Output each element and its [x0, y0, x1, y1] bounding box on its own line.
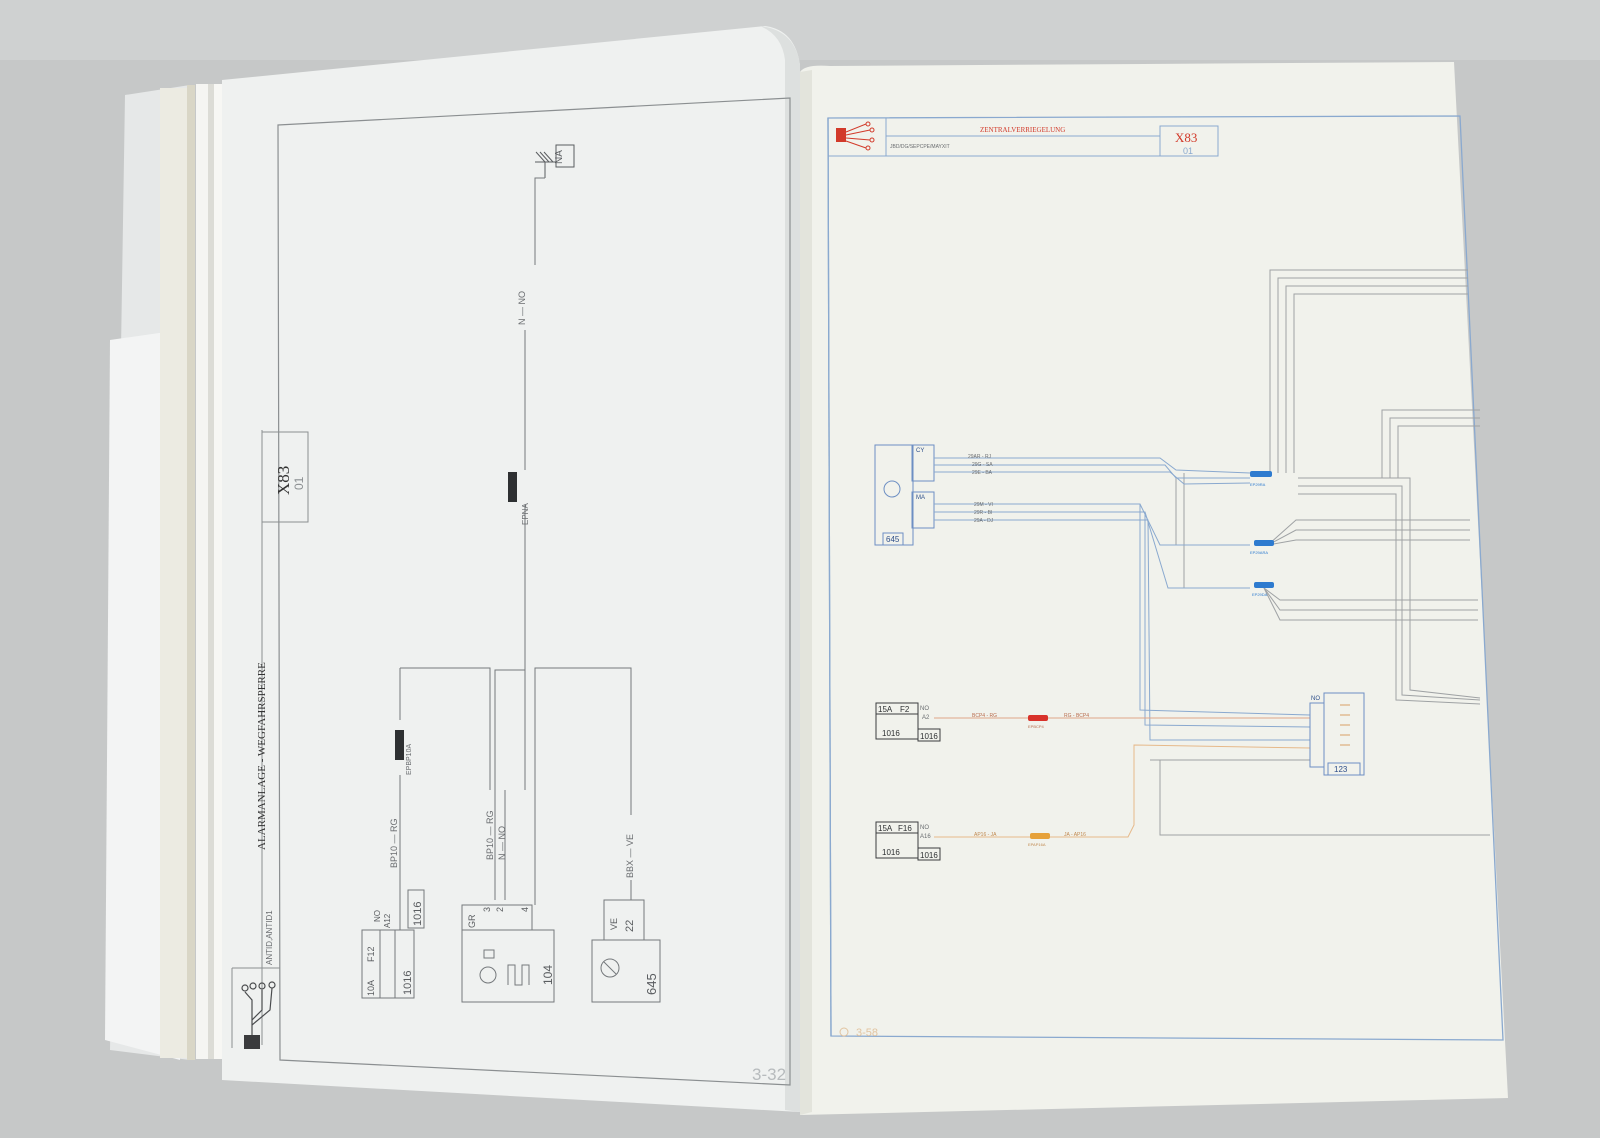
binder-spine: [105, 84, 224, 1060]
fuse-1-wire-end: RG - BCP4: [1064, 713, 1089, 719]
connector-epna: [508, 472, 517, 502]
ground-label: NA: [554, 150, 565, 164]
component-123-id: 123: [1334, 765, 1348, 774]
wire-ap16: [934, 744, 1311, 838]
component-104-pin4: 4: [520, 907, 530, 912]
component-104-id: 104: [541, 965, 555, 985]
component-645-id-right: 645: [886, 535, 900, 544]
component-104-pin3: 3: [482, 907, 492, 912]
fuse-left-rating: 10A: [366, 980, 376, 996]
fuse-left-unit2: 1016: [412, 902, 424, 926]
connector-epbp10a: [395, 730, 404, 760]
component-123: [1309, 692, 1365, 776]
fuse-2-wire: AP16 - JA: [974, 832, 997, 838]
wire-bbx-ve: BBX — VE: [625, 834, 635, 878]
right-page-marker: [839, 1027, 849, 1037]
fuse-2-pin: NO: [920, 825, 929, 831]
fuse-block-right-1: [875, 702, 941, 742]
fuse-left-slot: F12: [366, 946, 376, 962]
component-104-pin-label: GR: [467, 914, 477, 928]
bottom-wire-0: 29M - VI: [974, 502, 993, 508]
fuse-1-rating: 15A: [878, 705, 893, 714]
connector-label-1: EP29ARA: [1250, 550, 1268, 555]
logo-block-right: [836, 128, 846, 142]
ground-symbol: [535, 144, 575, 178]
table-top-light: [0, 0, 1600, 60]
right-model-sub: 01: [1183, 146, 1193, 156]
connector-label-2: EP29DA: [1252, 592, 1268, 597]
right-page-number: 3-58: [856, 1027, 878, 1039]
fuse-2-rating: 15A: [878, 824, 893, 833]
right-page: ZENTRALVERRIEGELUNG JBD/DG/SEPCPE/MAYXIT…: [800, 62, 1508, 1115]
fuse-1-unit2: 1016: [920, 732, 938, 741]
component-645-pin: 22: [624, 920, 636, 932]
fuse-left-pin: NO: [373, 910, 382, 922]
component-645-bottom-conn: MA: [916, 495, 925, 501]
component-645-id-left: 645: [644, 973, 659, 995]
fuse-2-unit2: 1016: [920, 851, 938, 860]
left-model-code: X83: [274, 466, 293, 495]
left-page: NA X83 01 ALARMANLAGE - WEGFAHRSPERRE AN…: [222, 26, 800, 1112]
connector-ep29da: [1254, 582, 1274, 588]
fuse-1-term: A2: [922, 715, 930, 721]
component-645-pin-label: VE: [609, 918, 619, 930]
fuse-1-wire: BCP4 - RG: [972, 713, 997, 719]
wire-n-no-top: N — NO: [517, 291, 527, 325]
wire-bp10-rg: BP10 — RG: [389, 818, 399, 868]
component-104-pin2: 2: [495, 907, 505, 912]
wire-paths-right-blue: [934, 457, 1311, 741]
top-wire-1: 29G - SA: [972, 462, 993, 468]
logo-block-left: [244, 1035, 260, 1049]
right-model-code: X83: [1175, 130, 1197, 145]
fuse-1-conn: EPBCP4: [1028, 724, 1045, 729]
left-page-number: 3-32: [752, 1065, 786, 1084]
connector-epbp10a-label: EPBP10A: [406, 744, 413, 775]
top-wire-0: 29AR - RJ: [968, 454, 992, 460]
right-header-sub: JBD/DG/SEPCPE/MAYXIT: [890, 144, 950, 150]
fuse-1-pin: NO: [920, 706, 929, 712]
connector-logo-left: [241, 981, 276, 1035]
component-645-top-conn: CY: [916, 448, 924, 454]
wire-paths-left: [399, 177, 632, 905]
component-123-pin-label: NO: [1311, 696, 1320, 702]
left-diagram-title: ALARMANLAGE - WEGFAHRSPERRE: [256, 662, 268, 850]
connector-ep29ara: [1254, 540, 1274, 546]
connector-label-0: EP29RA: [1250, 482, 1266, 487]
component-645-right: [874, 444, 935, 546]
fuse-left-term: A12: [383, 913, 392, 928]
fuse-2-wire-end: JA - AP16: [1064, 832, 1086, 838]
right-header-title: ZENTRALVERRIEGELUNG: [980, 126, 1065, 134]
connector-ep29ra: [1250, 471, 1272, 477]
fuse-1-unit: 1016: [882, 729, 900, 738]
wire-n-no: N — NO: [497, 826, 507, 860]
fuse-block-right-2: [875, 821, 941, 861]
fuse-block-left: [361, 870, 425, 999]
left-model-sub: 01: [292, 476, 306, 490]
fuse-2-conn: EPAP16A: [1028, 842, 1046, 847]
wire-bp10-rg-2: BP10 — RG: [485, 810, 495, 860]
connector-epna-label: EPNA: [521, 503, 530, 525]
component-104: [461, 904, 555, 1003]
connector-epbcp4: [1028, 715, 1048, 721]
bottom-wire-2: 29A - DJ: [974, 518, 994, 524]
connector-logo-right: [845, 121, 875, 151]
fuse-2-unit: 1016: [882, 848, 900, 857]
bottom-wire-1: 29R - BI: [974, 510, 992, 516]
fuse-1-slot: F2: [900, 705, 910, 714]
fuse-left-unit: 1016: [402, 971, 414, 995]
left-diagram-code: ANTID,ANTID1: [265, 910, 274, 965]
fuse-2-slot: F16: [898, 824, 912, 833]
fuse-2-term: A16: [920, 834, 931, 840]
top-wire-2: 29E - BA: [972, 470, 993, 476]
component-645-left: [591, 899, 661, 1003]
right-header: [828, 118, 1219, 157]
connector-epap16a: [1030, 833, 1050, 839]
